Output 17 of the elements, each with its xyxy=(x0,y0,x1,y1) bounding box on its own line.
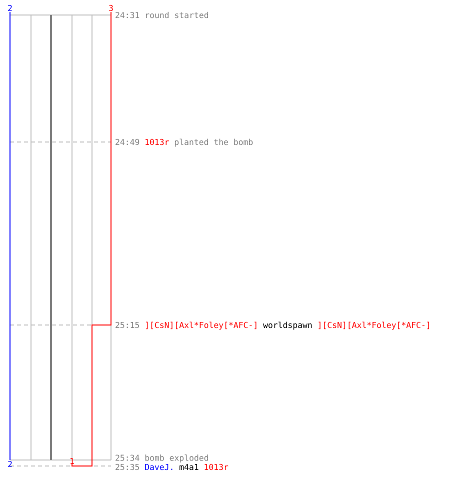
time-label: 25:35 xyxy=(116,464,140,470)
player-name: 1013r xyxy=(204,464,228,470)
time-label: 25:15 xyxy=(116,322,140,328)
count-label: 2 xyxy=(8,460,12,468)
player-name: ][CsN][Axl*Foley[*AFC-] xyxy=(318,322,429,330)
player-name: ][CsN][Axl*Foley[*AFC-] xyxy=(146,322,256,330)
event-text: 24:31 round started xyxy=(116,12,208,18)
time-label: 24:49 xyxy=(116,138,140,146)
event-text: planted the bomb xyxy=(174,138,253,147)
player-name: 1013r xyxy=(146,138,169,146)
count-label: 2 xyxy=(8,4,12,12)
weapon-name: m4a1 xyxy=(180,464,198,470)
count-label: 1 xyxy=(70,458,74,464)
weapon-name: worldspawn xyxy=(263,322,312,330)
player-name: DaveJ. xyxy=(145,464,172,470)
count-label: 3 xyxy=(109,4,113,12)
event-text: 25:34 bomb exploded xyxy=(116,454,208,462)
